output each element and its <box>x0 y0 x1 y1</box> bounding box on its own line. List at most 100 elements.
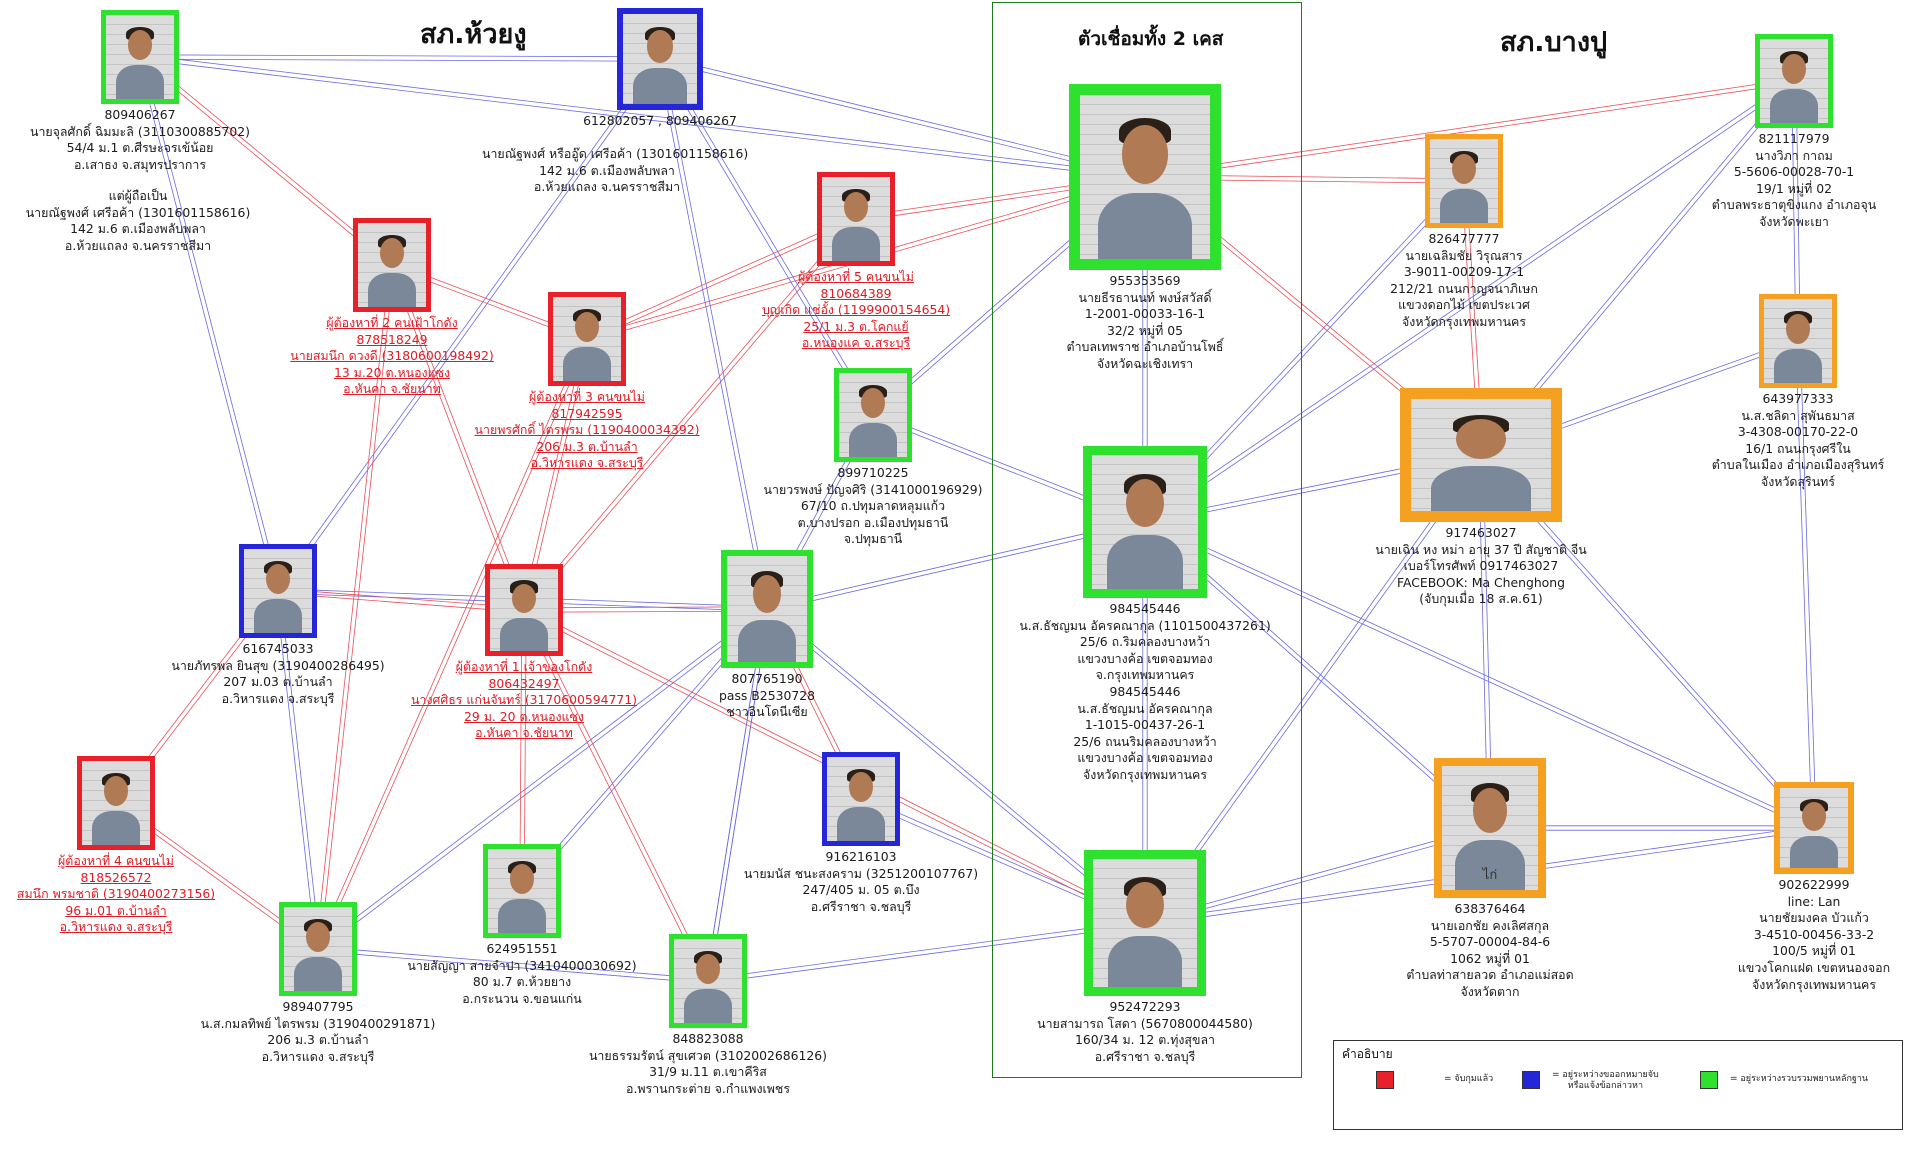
person-label-line: 1062 หมู่ที่ 01 <box>1450 950 1530 966</box>
photo-body <box>1107 935 1183 987</box>
connector-group-frame <box>992 2 1302 1078</box>
person-label-line: 1-1015-00437-26-1 <box>1084 717 1206 733</box>
photo-body <box>831 227 881 261</box>
free-text-line: 142 ม.6 ต.เมืองพลับพลา <box>70 221 206 237</box>
person-label-line: 16/1 ถนนกรุงศรีใน <box>1745 440 1851 456</box>
person-label-line: FACEBOOK: Ma Chenghong <box>1397 574 1565 590</box>
photo-head <box>1785 314 1811 345</box>
free-text-line: 142 ม.6 ต.เมืองพลับพลา <box>539 162 675 178</box>
person-label-line: 5-5606-00028-70-1 <box>1733 164 1855 180</box>
person-photo <box>353 218 431 312</box>
person-label-line: นายสัญญา สายจำปา (3410400030692) <box>407 957 637 973</box>
person-label-line: อ.เสาธง จ.สมุทรปราการ <box>73 156 207 172</box>
person-label-line: อ.หันคา จ.ชัยนาท <box>343 381 441 397</box>
person-label-line: น.ส.ธัชญมน อัครคณากุล (1101500437261) <box>1019 617 1271 633</box>
person-label-line: แขวงบางค้อ เขตจอมทอง <box>1077 750 1213 766</box>
person-label-first-line: ผู้ต้องหาที่ 4 คนขนไม่ <box>58 853 174 868</box>
person-photo <box>617 8 703 110</box>
person-photo <box>834 368 912 462</box>
person-label-first-line: ผู้ต้องหาที่ 1 เจ้าของโกดัง <box>455 659 593 674</box>
person-label-line: 160/34 ม. 12 ต.ทุ่งสุขลา <box>1074 1032 1216 1048</box>
person-label-line: 984545446 <box>1109 683 1181 699</box>
photo-head <box>379 238 405 269</box>
person-label-first-line: ผู้ต้องหาที่ 3 คนขนไม่ <box>529 389 645 404</box>
person-label-line: อ.หันคา จ.ชัยนาท <box>475 725 573 741</box>
person-label-line: 25/1 ม.3 ต.โคกแย้ <box>803 318 909 334</box>
person-label-line: อ.วิหารแดง จ.สระบุรี <box>59 919 173 935</box>
person-label-line: นางศศิธร แก่นจันทร์ (3170600594771) <box>411 692 637 708</box>
person-label-first-line: 807765190 <box>731 671 803 686</box>
photo-head <box>265 564 291 595</box>
photo-body <box>497 899 547 933</box>
person-label-first-line: 952472293 <box>1109 999 1181 1014</box>
photo-body <box>836 807 886 841</box>
person-label-line: 96 ม.01 ต.บ้านลำ <box>65 902 167 918</box>
person-label-line: 3-4510-00456-33-2 <box>1753 926 1875 942</box>
legend-title: คำอธิบาย <box>1342 1047 1393 1061</box>
person-label-first-line: 826477777 <box>1428 231 1500 246</box>
person-label-first-line: 643977333 <box>1762 391 1834 406</box>
person-label-line: นายธีรธานนท์ พงษ์สวัสดิ์ <box>1078 289 1212 305</box>
person-label-line: แขวงบางค้อ เขตจอมทอง <box>1077 650 1213 666</box>
person-label-line: แขวงโคกแฝด เขตหนองจอก <box>1737 959 1891 975</box>
person-label-line: นายภัทรพล ยินสุข (3190400286495) <box>171 657 385 673</box>
person-label-line: นายสามารถ โสดา (5670800044580) <box>1037 1015 1253 1031</box>
person-label-line: 206 ม.3 ต.บ้านลำ <box>536 438 638 454</box>
person-photo <box>239 544 317 638</box>
person-photo <box>548 292 626 386</box>
free-text-line: นายณัฐพงศ์ หรืออู๊ด เศรีอค้า (1301601158… <box>482 146 749 161</box>
person-photo <box>77 756 155 850</box>
person-label-line: 207 ม.03 ต.บ้านลำ <box>223 674 333 690</box>
person-label: 984545446 น.ส.ธัชญมน อัครคณากุล (11015004… <box>1000 601 1290 784</box>
person-photo <box>1083 446 1207 598</box>
person-photo <box>1759 294 1837 388</box>
person-label-line: line: Lan <box>1787 893 1841 909</box>
photo-body <box>367 273 417 307</box>
person-label-line: pass B2530728 <box>719 687 815 703</box>
photo-body <box>848 423 898 457</box>
photo-body <box>1439 189 1489 223</box>
legend-label-blue: = อยู่ระหว่างขออกหมายจับ หรือแจ้งข้อกล่า… <box>1552 1070 1659 1091</box>
legend-swatch-blue <box>1522 1071 1540 1089</box>
person-label-line: 3-4308-00170-22-0 <box>1737 424 1859 440</box>
person-label-line: จังหวัดพะเยา <box>1759 213 1829 229</box>
legend-swatch-green <box>1700 1071 1718 1089</box>
person-label-line: 810684389 <box>820 285 892 301</box>
person-label-line: 878518249 <box>356 331 428 347</box>
person-photo <box>1755 34 1833 128</box>
person-label-first-line: 848823088 <box>672 1031 744 1046</box>
person-label-line: 13 ม.20 ต.หนองแซง <box>333 364 451 380</box>
person-label-line: 817942595 <box>551 405 623 421</box>
person-label-line: แขวงดอกไม้ เขตประเวศ <box>1398 297 1530 313</box>
person-label-line: จังหวัดสุรินทร์ <box>1761 473 1835 489</box>
person-photo <box>1069 84 1221 270</box>
photo-body <box>562 347 612 381</box>
person-label-line: ต.บางปรอก อ.เมืองปทุมธานี <box>797 514 949 530</box>
person-photo <box>1084 850 1206 996</box>
person-label-line: 80 ม.7 ต.ห้วยยาง <box>472 974 572 990</box>
photo-head <box>1121 124 1169 184</box>
photo-head <box>103 776 129 807</box>
person-label-line: อ.หนองแค จ.สระบุรี <box>801 335 911 351</box>
photo-body <box>683 989 733 1023</box>
